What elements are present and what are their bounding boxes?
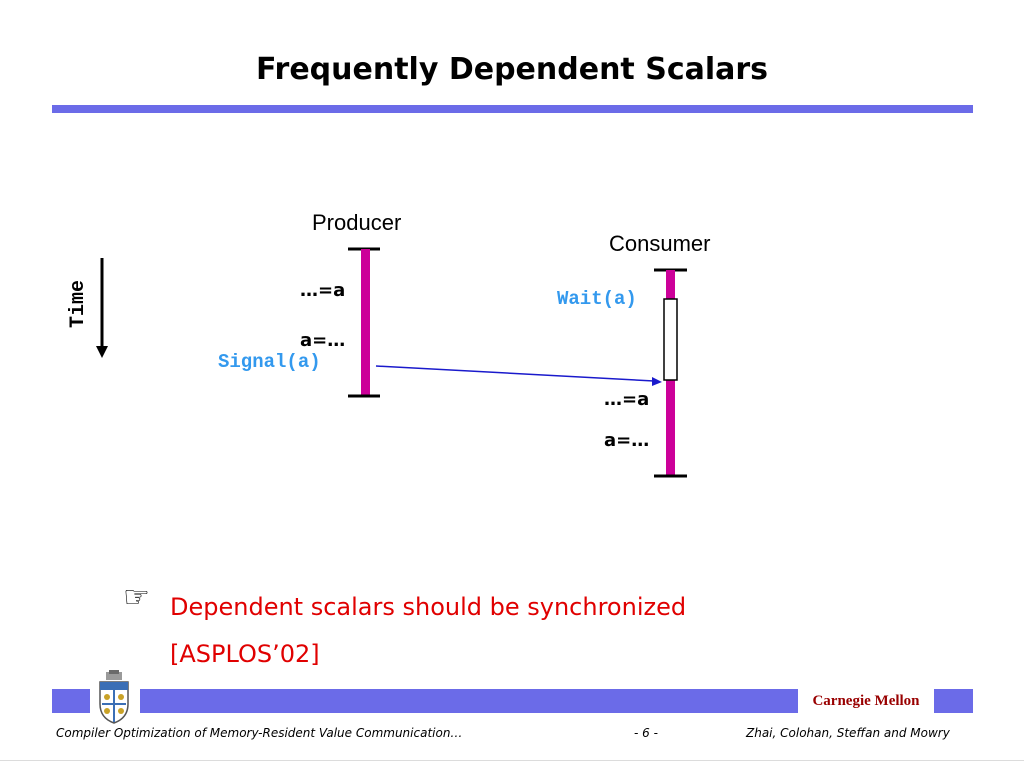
slide-title: Frequently Dependent Scalars — [255, 52, 769, 87]
page-number: - 6 - — [634, 726, 658, 740]
bullet-line-1: Dependent scalars should be synchronized — [170, 593, 687, 621]
signal-arrow-line — [375, 365, 655, 382]
footer-rule — [0, 760, 1024, 761]
org-name: Carnegie Mellon — [798, 688, 934, 714]
footer-band-right — [934, 689, 973, 713]
signal-arrow-head — [652, 377, 662, 386]
time-label: Time — [67, 280, 90, 329]
bullet-line-2: [ASPLOS’02] — [170, 640, 320, 668]
consumer-label: Consumer — [609, 231, 711, 256]
title-rule — [52, 105, 973, 113]
footer-title: Compiler Optimization of Memory-Resident… — [56, 726, 463, 740]
consumer-def: a=… — [604, 430, 650, 451]
producer-timeline — [361, 249, 370, 396]
wait-box — [663, 298, 678, 381]
pointing-hand-icon: ☞ — [123, 580, 150, 615]
producer-label: Producer — [312, 210, 402, 235]
footer-band-middle — [140, 689, 798, 713]
signal-label: Signal(a) — [218, 351, 321, 373]
footer-authors: Zhai, Colohan, Steffan and Mowry — [746, 726, 950, 740]
university-crest-icon — [99, 670, 129, 724]
producer-use: …=a — [300, 280, 346, 301]
time-arrow-head — [96, 346, 108, 358]
footer-band-left — [52, 689, 90, 713]
wait-label: Wait(a) — [557, 288, 637, 310]
consumer-use: …=a — [604, 389, 650, 410]
producer-def: a=… — [300, 330, 346, 351]
